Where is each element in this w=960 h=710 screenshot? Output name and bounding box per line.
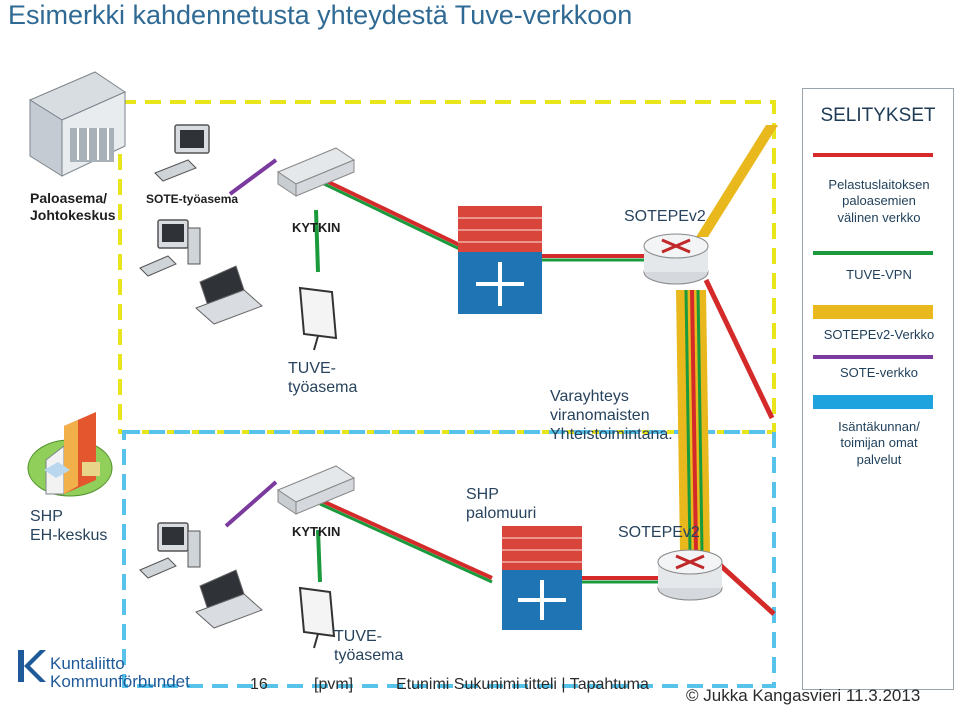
shp-center-label: SHP EH-keskus	[30, 508, 108, 544]
sote-workstation-label: SOTE-työasema	[146, 192, 239, 206]
switch-top-label: KYTKIN	[292, 220, 341, 235]
logo-line1: Kuntaliitto	[50, 654, 125, 673]
sote-desktop-computer-icon	[139, 219, 201, 277]
bottom-zone-border	[122, 430, 776, 688]
bottom-router-icon	[657, 549, 723, 601]
top-desktop-computer-icon	[154, 124, 210, 182]
top-router-icon	[643, 233, 709, 285]
author-field: Etunimi Sukunimi titteli | Tapahtuma	[396, 676, 649, 693]
legend-item-tuve-vpn: TUVE-VPN	[846, 267, 912, 282]
top-switch-icon	[276, 147, 356, 197]
top-tuve-terminal-icon	[298, 286, 338, 351]
logo-line2: Kommunförbundet	[50, 672, 190, 691]
legend-item-host: Isäntäkunnan/ toimijan omat palvelut	[838, 419, 920, 467]
tuve-workstation-top-label: TUVE- työasema	[288, 360, 358, 396]
bottom-laptop-icon	[195, 569, 263, 629]
kuntaliitto-logo-icon	[18, 650, 46, 682]
bottom-tuve-terminal-icon	[298, 586, 336, 649]
sotepev2-uplink-band	[696, 125, 778, 237]
sotepev2-red-vertical	[690, 289, 698, 553]
page-number: 16	[250, 676, 268, 693]
switch-bottom-label: KYTKIN	[292, 524, 341, 539]
top-firewall-icon	[458, 206, 542, 314]
legend-item-fire-network: Pelastuslaitoksen paloasemien välinen ve…	[828, 177, 930, 225]
legend-item-sote: SOTE-verkko	[839, 365, 918, 380]
legend-line-green	[813, 251, 933, 255]
shp-firewall-label: SHP palomuuri	[466, 486, 537, 522]
tuve-workstation-bottom-label: TUVE- työasema	[334, 628, 404, 664]
bottom-switch-icon	[276, 465, 356, 515]
legend-title: SELITYKSET	[820, 105, 936, 126]
page-title: Esimerkki kahdennetusta yhteydestä Tuve-…	[8, 0, 633, 30]
top-zone-border	[118, 100, 776, 434]
sotepev2-network-links	[676, 125, 778, 553]
bottom-firewall-icon	[502, 526, 582, 630]
fire-station-building-icon	[28, 71, 127, 177]
legend-item-sotepev2: SOTEPEv2-Verkko	[823, 327, 935, 342]
backup-red-link-bottom	[718, 563, 776, 616]
sotepev2-bottom-label: SOTEPEv2	[618, 524, 700, 541]
legend-line-yellow	[813, 305, 933, 319]
date-field: [pvm]	[314, 676, 354, 693]
legend-line-red	[813, 153, 933, 157]
legend-line-cyan	[813, 395, 933, 409]
sotepev2-top-label: SOTEPEv2	[624, 208, 706, 225]
backup-red-link	[703, 278, 775, 420]
copyright: © Jukka Kangasvieri 11.3.2013	[686, 686, 921, 705]
legend-panel: SELITYKSET Pelastuslaitoksen paloasemien…	[802, 88, 954, 690]
top-laptop-icon	[195, 265, 263, 325]
bottom-desktop-computer-icon	[139, 522, 201, 579]
backup-link-label: Varayhteys viranomaisten Yhteistoimintan…	[550, 388, 673, 443]
sotepev2-green-vertical	[684, 289, 692, 553]
sotepev2-green-vertical-2	[696, 289, 704, 553]
hospital-building-icon	[27, 412, 113, 497]
fire-station-label: Paloasema/ Johtokeskus	[30, 190, 116, 223]
legend-line-purple	[813, 355, 933, 359]
